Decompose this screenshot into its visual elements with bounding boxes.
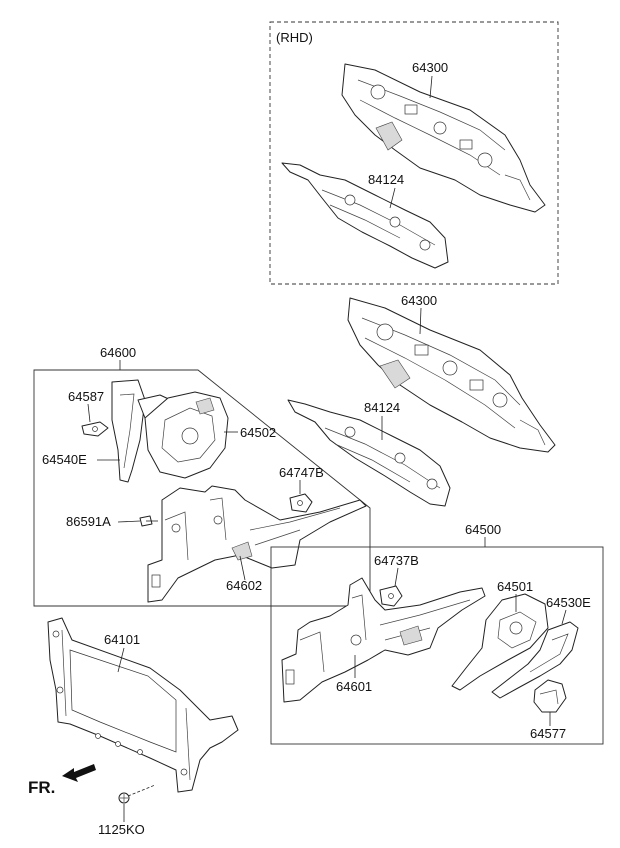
part-64602[interactable] <box>147 485 367 603</box>
svg-text:64101: 64101 <box>104 632 140 647</box>
rhd-dashed-box <box>269 21 559 285</box>
label-64587: 64587 <box>68 389 104 423</box>
label-64737B: 64737B <box>374 553 419 587</box>
label-64602: 64602 <box>226 555 262 593</box>
part-64577[interactable] <box>533 679 567 713</box>
label-64501: 64501 <box>497 579 533 612</box>
svg-text:64530E: 64530E <box>546 595 591 610</box>
dash-panel-64300[interactable] <box>347 297 556 453</box>
group-64600-box <box>33 369 371 607</box>
part-64587[interactable] <box>81 421 109 437</box>
part-64601[interactable] <box>281 577 486 703</box>
front-direction-indicator: FR. <box>28 764 96 797</box>
part-64747B[interactable] <box>289 493 313 513</box>
label-64530E: 64530E <box>546 595 591 625</box>
label-64540E: 64540E <box>42 452 120 467</box>
group-64500-box <box>270 546 604 745</box>
label-64601: 64601 <box>336 655 372 694</box>
label-1125KO: 1125KO <box>98 804 145 837</box>
svg-text:1125KO: 1125KO <box>98 822 145 837</box>
svg-text:64577: 64577 <box>530 726 566 741</box>
part-86591A[interactable] <box>139 515 158 527</box>
group-64600: 64600 64540E 64587 64502 <box>33 345 371 607</box>
front-label: FR. <box>28 778 55 797</box>
svg-text:64540E: 64540E <box>42 452 87 467</box>
rhd-group: (RHD) 64300 841 <box>269 21 559 285</box>
svg-text:64737B: 64737B <box>374 553 419 568</box>
part-64530E[interactable] <box>491 621 579 699</box>
svg-text:64300: 64300 <box>401 293 437 308</box>
svg-text:84124: 84124 <box>364 400 400 415</box>
svg-text:64300: 64300 <box>412 60 448 75</box>
svg-text:64601: 64601 <box>336 679 372 694</box>
part-64101[interactable] <box>47 617 239 793</box>
label-84124: 84124 <box>364 400 400 440</box>
part-64502[interactable] <box>144 391 229 479</box>
bolt-1125KO[interactable] <box>118 784 156 804</box>
rhd-label: (RHD) <box>276 30 313 45</box>
label-64300: 64300 <box>401 293 437 335</box>
rhd-dash-panel-64300[interactable] <box>341 63 546 213</box>
svg-text:64502: 64502 <box>240 425 276 440</box>
label-64600: 64600 <box>100 345 136 360</box>
label-64577: 64577 <box>530 712 566 741</box>
svg-text:86591A: 86591A <box>66 514 111 529</box>
insulator-84124[interactable] <box>287 399 451 507</box>
part-64501[interactable] <box>451 593 549 691</box>
svg-text:84124: 84124 <box>368 172 404 187</box>
label-64500: 64500 <box>465 522 501 537</box>
label-64747B: 64747B <box>279 465 324 494</box>
label-64101: 64101 <box>104 632 140 673</box>
rhd-insulator-84124[interactable] <box>281 162 449 269</box>
rhd-label-84124: 84124 <box>368 172 404 209</box>
svg-text:64602: 64602 <box>226 578 262 593</box>
svg-text:64501: 64501 <box>497 579 533 594</box>
label-86591A: 86591A <box>66 514 141 529</box>
rhd-label-64300: 64300 <box>412 60 448 99</box>
group-64500: 64500 64601 64737B <box>270 522 604 745</box>
svg-text:64587: 64587 <box>68 389 104 404</box>
front-arrow-icon <box>62 764 96 782</box>
svg-text:64747B: 64747B <box>279 465 324 480</box>
label-64502: 64502 <box>224 425 276 440</box>
part-64737B[interactable] <box>379 585 403 607</box>
